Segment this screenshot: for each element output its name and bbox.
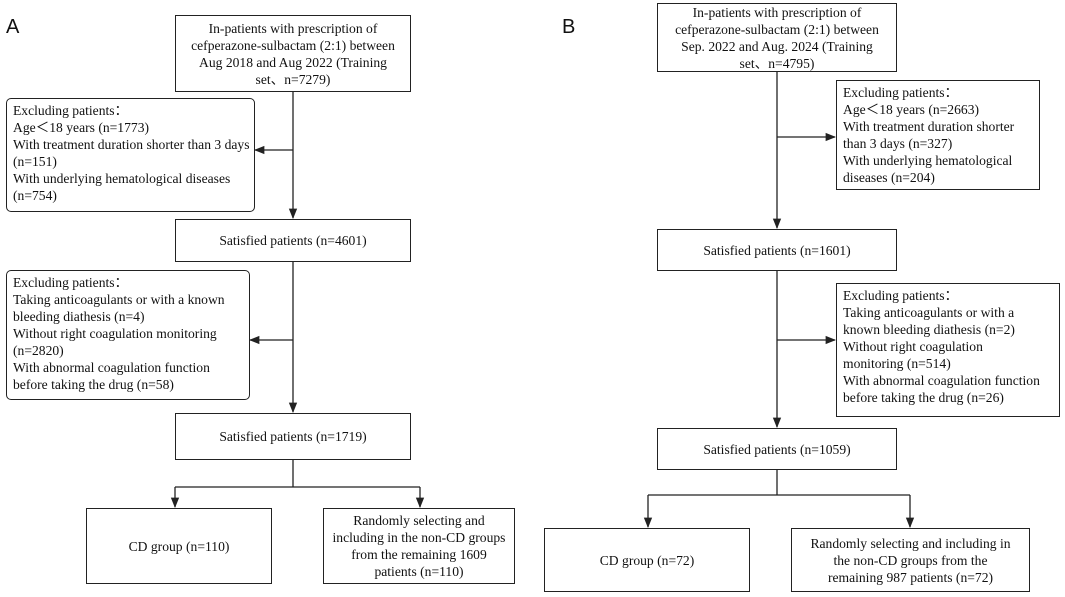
a-exclusion-box-1: Excluding patients： Age＜18 years (n=1773)… — [6, 98, 255, 212]
panel-label-a: A — [6, 16, 20, 38]
panel-label-b: B — [562, 16, 576, 38]
text-line: Excluding patients： — [843, 85, 959, 100]
text-line: In-patients with prescription of — [208, 20, 378, 36]
b-satisfied-1-text: Satisfied patients (n=1601) — [703, 242, 851, 258]
text-line: Excluding patients： — [13, 103, 129, 118]
a-cd-group-box: CD group (n=110) — [86, 508, 272, 584]
text-line: Taking anticoagulants or with a known — [13, 292, 225, 307]
text-line: Excluding patients： — [13, 275, 129, 290]
text-line: before taking the drug (n=26) — [843, 390, 1004, 405]
a-satisfied-box-1: Satisfied patients (n=4601) — [175, 219, 411, 262]
b-exclusion-2-text: Excluding patients： Taking anticoagulants… — [843, 287, 1053, 406]
text-line: set、n=4795) — [739, 55, 815, 71]
text-line: than 3 days (n=327) — [843, 136, 953, 151]
text-line: Without right coagulation monitoring — [13, 326, 217, 341]
text-line: before taking the drug (n=58) — [13, 377, 174, 392]
a-exclusion-1-text: Excluding patients： Age＜18 years (n=1773)… — [13, 102, 250, 204]
text-line: (n=2820) — [13, 343, 64, 358]
a-satisfied-1-text: Satisfied patients (n=4601) — [219, 233, 367, 248]
text-line: With treatment duration shorter than 3 d… — [13, 137, 250, 152]
text-line: monitoring (n=514) — [843, 356, 951, 371]
text-line: Randomly selecting and including in — [810, 535, 1011, 551]
text-line: Age＜18 years (n=1773) — [13, 120, 150, 135]
b-cd-group-text: CD group (n=72) — [599, 552, 695, 568]
text-line: (n=151) — [13, 154, 57, 169]
b-exclusion-box-1: Excluding patients： Age＜18 years (n=2663)… — [836, 80, 1040, 190]
text-line: Taking anticoagulants or with a — [843, 305, 1015, 320]
text-line: including in the non-CD groups — [332, 530, 506, 545]
text-line: cefperazone-sulbactam (2:1) between — [191, 37, 395, 53]
text-line: Sep. 2022 and Aug. 2024 (Training — [681, 38, 873, 54]
text-line: Aug 2018 and Aug 2022 (Training — [199, 54, 387, 70]
b-cd-group-box: CD group (n=72) — [544, 528, 750, 592]
text-line: cefperazone-sulbactam (2:1) between — [675, 21, 879, 37]
a-non-cd-box: Randomly selecting and including in the n… — [323, 508, 515, 584]
text-line: With underlying hematological diseases — [13, 171, 231, 186]
text-line: bleeding diathesis (n=4) — [13, 309, 145, 324]
a-satisfied-box-2: Satisfied patients (n=1719) — [175, 413, 411, 460]
a-non-cd-text: Randomly selecting and including in the n… — [333, 512, 506, 580]
text-line: diseases (n=204) — [843, 170, 935, 185]
text-line: Age＜18 years (n=2663) — [843, 102, 980, 117]
b-satisfied-box-1: Satisfied patients (n=1601) — [657, 229, 897, 271]
text-line: With treatment duration shorter — [843, 119, 1015, 134]
text-line: Without right coagulation — [843, 339, 983, 354]
text-line: known bleeding diathesis (n=2) — [843, 322, 1015, 337]
b-exclusion-1-text: Excluding patients： Age＜18 years (n=2663)… — [843, 84, 1033, 186]
text-line: set、n=7279) — [255, 71, 331, 87]
a-satisfied-2-text: Satisfied patients (n=1719) — [219, 429, 367, 444]
text-line: Excluding patients： — [843, 288, 959, 303]
text-line: Randomly selecting and — [353, 513, 485, 528]
b-satisfied-2-text: Satisfied patients (n=1059) — [703, 441, 851, 457]
text-line: from the remaining 1609 — [351, 547, 487, 562]
text-line: the non-CD groups from the — [833, 552, 988, 568]
text-line: (n=754) — [13, 188, 57, 203]
text-line: With underlying hematological — [843, 153, 1013, 168]
text-line: With abnormal coagulation function — [13, 360, 210, 375]
text-line: With abnormal coagulation function — [843, 373, 1040, 388]
b-satisfied-box-2: Satisfied patients (n=1059) — [657, 428, 897, 470]
a-exclusion-box-2: Excluding patients： Taking anticoagulants… — [6, 270, 250, 400]
text-line: patients (n=110) — [374, 564, 464, 579]
text-line: In-patients with prescription of — [692, 4, 862, 20]
a-exclusion-2-text: Excluding patients： Taking anticoagulants… — [13, 274, 243, 393]
b-exclusion-box-2: Excluding patients： Taking anticoagulants… — [836, 283, 1060, 417]
text-line: remaining 987 patients (n=72) — [827, 569, 994, 585]
a-cd-group-text: CD group (n=110) — [128, 538, 230, 554]
